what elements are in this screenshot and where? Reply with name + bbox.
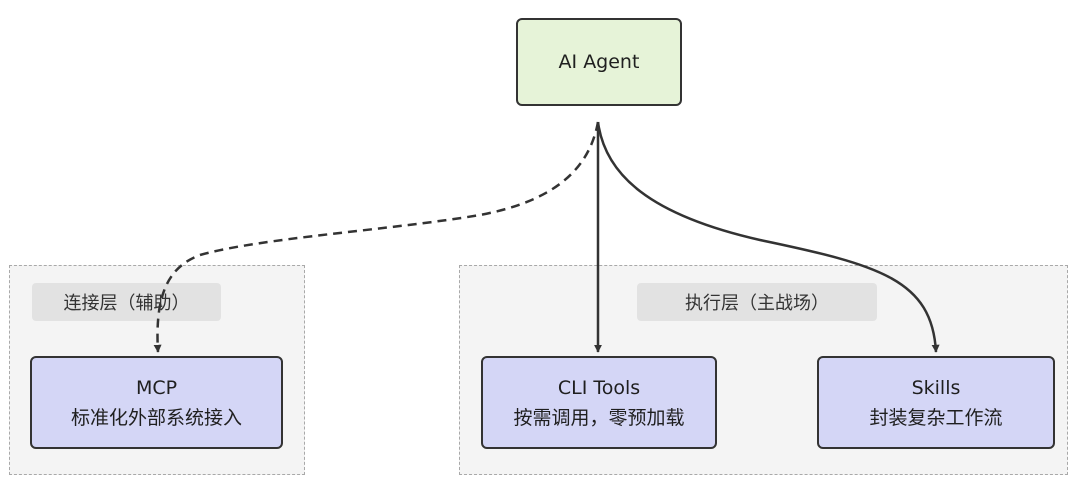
group-execution-label: 执行层（主战场） xyxy=(637,283,877,321)
node-skills[interactable]: Skills 封装复杂工作流 xyxy=(817,356,1055,449)
node-cli-tools-subtitle: 按需调用，零预加载 xyxy=(513,406,685,429)
node-cli-tools-title: CLI Tools xyxy=(557,376,641,399)
node-skills-title: Skills xyxy=(911,376,961,399)
node-skills-subtitle: 封装复杂工作流 xyxy=(869,406,1003,429)
node-ai-agent-title: AI Agent xyxy=(558,51,640,73)
node-mcp-title: MCP xyxy=(135,376,178,399)
node-cli-tools[interactable]: CLI Tools 按需调用，零预加载 xyxy=(481,356,717,449)
node-mcp-subtitle: 标准化外部系统接入 xyxy=(70,406,242,429)
edge-agent-to-mcp xyxy=(153,121,600,353)
node-ai-agent[interactable]: AI Agent xyxy=(516,18,682,106)
edge-agent-to-skills xyxy=(596,121,940,353)
group-connection-label: 连接层（辅助） xyxy=(32,283,221,321)
node-mcp[interactable]: MCP 标准化外部系统接入 xyxy=(30,356,283,449)
